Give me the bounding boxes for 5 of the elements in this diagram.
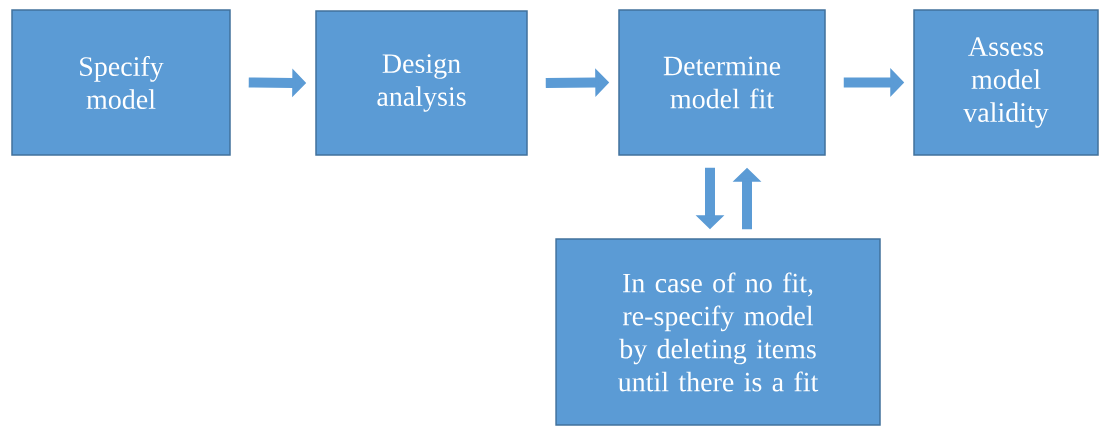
process-box: In case of no fit, re-specify model by deleting items until there is a fit bbox=[555, 238, 881, 426]
process-box: Design analysis bbox=[315, 10, 528, 156]
process-box: Assess model validity bbox=[913, 9, 1099, 156]
process-box: Specify model bbox=[11, 9, 231, 156]
process-box: Determine model fit bbox=[618, 9, 826, 156]
